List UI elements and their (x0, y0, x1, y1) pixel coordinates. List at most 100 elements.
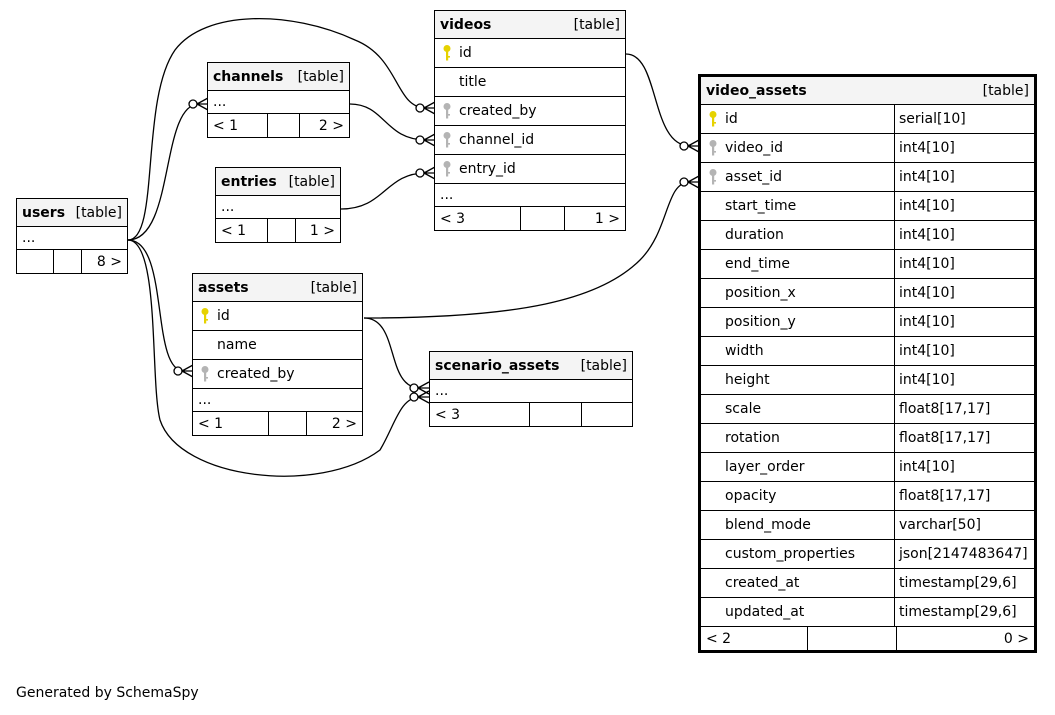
parents-count[interactable]: < 3 (430, 403, 530, 426)
children-count[interactable]: 8 > (96, 253, 122, 270)
generated-by-note: Generated by SchemaSpy (16, 685, 199, 701)
column-row-title[interactable]: title (435, 68, 625, 97)
key-icon-gray (193, 365, 217, 383)
more-columns: ... (208, 91, 349, 114)
more-columns: ... (430, 380, 632, 403)
table-kind: [table] (310, 279, 357, 296)
key-icon-gray (701, 168, 725, 186)
table-header: scenario_assets [table] (430, 352, 632, 380)
table-header: videos [table] (435, 11, 625, 39)
table-footer: < 1 2 > (208, 114, 349, 137)
table-footer: < 1 1 > (216, 219, 340, 242)
footer-mid (268, 114, 300, 137)
table-entries[interactable]: entries [table] ... < 1 1 > (215, 167, 341, 243)
column-name: created_by (459, 103, 537, 119)
column-row-id[interactable]: id serial[10] (701, 105, 1034, 134)
column-row-id[interactable]: id (193, 302, 362, 331)
table-name: videos (440, 16, 492, 33)
column-name: position_y (725, 314, 796, 330)
column-row-id[interactable]: id (435, 39, 625, 68)
table-header: assets [table] (193, 274, 362, 302)
table-footer: < 1 2 > (193, 412, 362, 435)
edge-users-channels (127, 103, 200, 241)
column-name: id (725, 111, 738, 127)
column-type: int4[10] (894, 308, 1034, 336)
parents-count[interactable] (17, 250, 54, 273)
table-footer: < 3 1 > (435, 207, 625, 230)
footer-mid (808, 627, 897, 650)
table-header: channels [table] (208, 63, 349, 91)
table-scenario-assets[interactable]: scenario_assets [table] ... < 3 (429, 351, 633, 427)
parents-count[interactable]: < 1 (193, 412, 269, 435)
children-count[interactable]: 1 > (309, 222, 335, 239)
table-footer: < 2 0 > (701, 627, 1034, 650)
table-kind: [table] (297, 68, 344, 85)
table-name: channels (213, 68, 284, 85)
children-count[interactable] (582, 403, 632, 426)
key-icon-yellow (193, 307, 217, 325)
column-row-name[interactable]: name (193, 331, 362, 360)
more-columns: ... (17, 227, 127, 250)
column-name: position_x (725, 285, 796, 301)
column-row-video-id[interactable]: video_id int4[10] (701, 134, 1034, 163)
parents-count[interactable]: < 1 (208, 114, 268, 137)
children-count[interactable]: 1 > (594, 210, 620, 227)
table-kind: [table] (982, 82, 1029, 99)
table-videos[interactable]: videos [table] id title created_by channel_… (434, 10, 626, 231)
column-row-channel-id[interactable]: channel_id (435, 126, 625, 155)
table-channels[interactable]: channels [table] ... < 1 2 > (207, 62, 350, 138)
parents-count[interactable]: < 1 (216, 219, 268, 242)
footer-mid (54, 250, 82, 273)
table-kind: [table] (288, 173, 335, 190)
column-type: int4[10] (894, 250, 1034, 278)
table-footer: 8 > (17, 250, 127, 273)
column-type: serial[10] (894, 105, 1034, 133)
column-type: float8[17,17] (894, 395, 1034, 423)
column-name: blend_mode (725, 517, 811, 533)
column-name: name (217, 337, 257, 353)
parents-count[interactable]: < 2 (701, 627, 808, 650)
column-row-created-by[interactable]: created_by (193, 360, 362, 389)
column-type: int4[10] (894, 134, 1034, 162)
column-row-created-by[interactable]: created_by (435, 97, 625, 126)
column-name: video_id (725, 140, 784, 156)
footer-mid (268, 219, 296, 242)
key-icon-yellow (435, 44, 459, 62)
children-count[interactable]: 2 > (318, 117, 344, 134)
column-name: asset_id (725, 169, 783, 185)
key-icon-gray (435, 160, 459, 178)
more-columns: ... (216, 196, 340, 219)
edge-assets-scenario-assets (363, 317, 421, 389)
key-icon-gray (701, 139, 725, 157)
more-columns: ... (193, 389, 362, 412)
column-type: timestamp[29,6] (894, 569, 1034, 597)
column-name: layer_order (725, 459, 805, 475)
parents-count[interactable]: < 3 (435, 207, 521, 230)
table-users[interactable]: users [table] ... 8 > (16, 198, 128, 274)
table-assets[interactable]: assets [table] id name created_by ... < 1 … (192, 273, 363, 436)
column-name: title (459, 74, 487, 90)
children-count[interactable]: 0 > (1003, 630, 1029, 647)
children-count[interactable]: 2 > (331, 415, 357, 432)
column-type: int4[10] (894, 337, 1034, 365)
table-name: users (22, 204, 66, 221)
column-row-entry-id[interactable]: entry_id (435, 155, 625, 184)
column-row-position-y[interactable]: position_y int4[10] (701, 308, 1034, 337)
